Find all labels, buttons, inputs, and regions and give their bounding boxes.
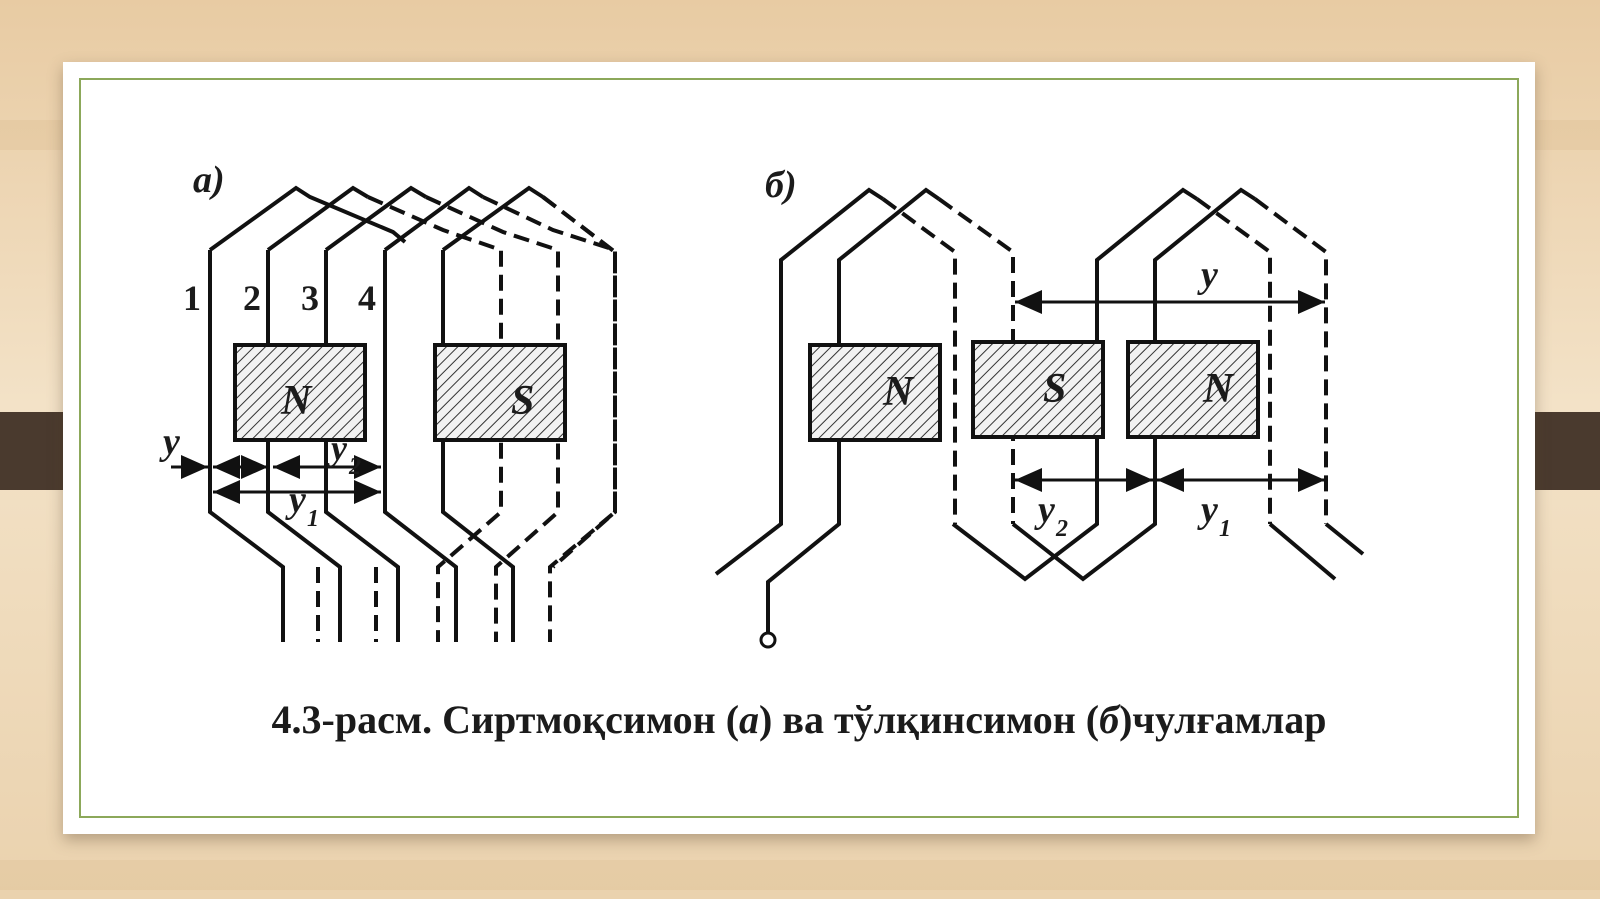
pole-a-south: [433, 343, 567, 442]
panel-a-y1-label: y: [285, 479, 306, 521]
coil-number-2: 2: [243, 278, 261, 318]
panel-a-y2-label: y: [327, 428, 348, 468]
pole-b-south-label: S: [1043, 366, 1066, 412]
pole-a-north: [233, 343, 367, 442]
winding-diagram: N S 1 2 3 4 а) y y 2 y 1: [159, 159, 1365, 649]
pole-b-south: [971, 340, 1105, 439]
panel-a-pitch-arrows: [171, 455, 381, 504]
slide-frame: [79, 78, 1519, 818]
panel-a-y2-sub: 2: [348, 454, 361, 480]
panel-b-pitch-arrows: [1015, 290, 1325, 492]
pole-b-north-2: [1126, 340, 1260, 439]
panel-b-y1-label: y: [1197, 489, 1218, 531]
pole-b-north-1: [808, 343, 942, 442]
panel-b-y2-label: y: [1034, 489, 1055, 531]
panel-b-terminal: [759, 631, 777, 649]
panel-b-label: б): [765, 164, 797, 206]
caption-b: б: [1099, 697, 1120, 742]
coil-number-1: 1: [183, 278, 201, 318]
slide-card: N S 1 2 3 4 а) y y 2 y 1: [63, 62, 1535, 834]
pole-a-north-label: N: [280, 378, 313, 424]
pole-a-south-label: S: [511, 378, 534, 424]
caption-middle: ) ва тўлқинсимон (: [759, 697, 1100, 742]
coil-number-3: 3: [301, 278, 319, 318]
caption-suffix: )чулғамлар: [1119, 697, 1327, 742]
figure-caption: 4.3-расм. Сиртмоқсимон (а) ва тўлқинсимо…: [63, 696, 1535, 743]
caption-prefix: 4.3-расм. Сиртмоқсимон (: [271, 697, 740, 742]
coil-1: [208, 185, 407, 252]
panel-a-y-label: y: [159, 421, 180, 463]
pole-b-north-1-label: N: [882, 369, 915, 415]
panel-b-y2-sub: 2: [1055, 516, 1068, 542]
coil-number-4: 4: [358, 278, 376, 318]
panel-b-y-label: y: [1197, 254, 1218, 296]
panel-a-y1-sub: 1: [307, 506, 319, 532]
pole-b-north-2-label: N: [1202, 366, 1235, 412]
panel-b-y1-sub: 1: [1219, 516, 1231, 542]
caption-a: а: [739, 697, 760, 742]
panel-a-label: а): [193, 159, 225, 201]
